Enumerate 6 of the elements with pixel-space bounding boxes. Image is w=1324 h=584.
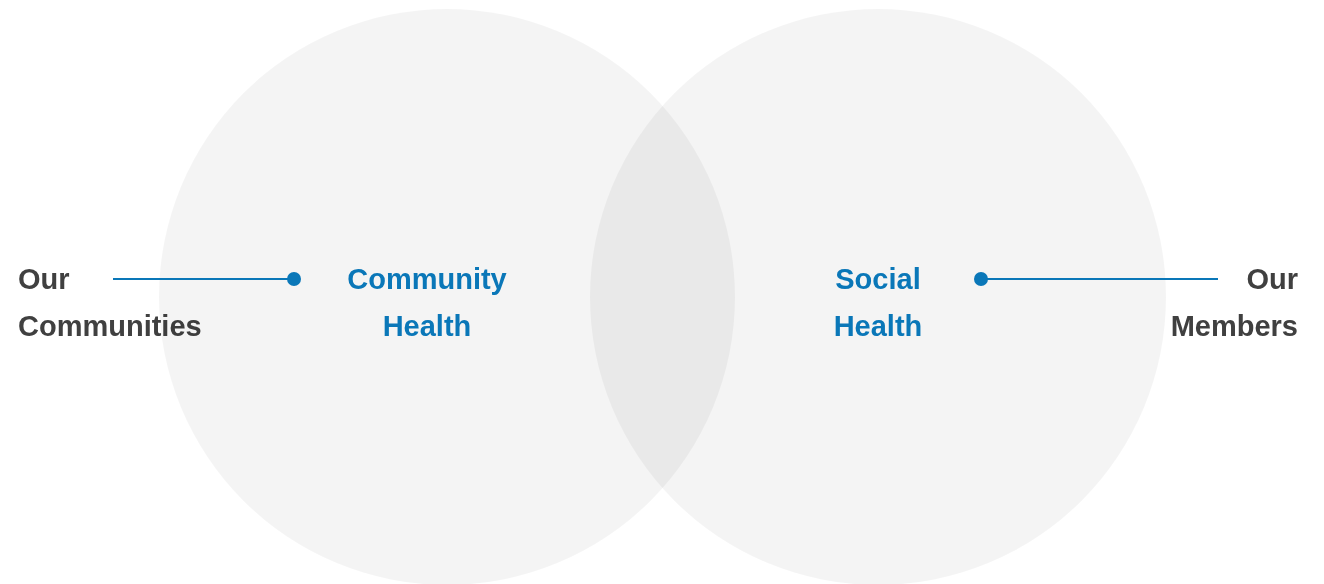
circle-title: Community Health bbox=[346, 262, 508, 344]
label-text: Our Members bbox=[1169, 262, 1298, 344]
leader-line bbox=[112, 272, 301, 286]
circle-title: Social Health bbox=[832, 262, 924, 344]
label-text: Our Communities bbox=[18, 262, 203, 344]
leader-line bbox=[974, 272, 1219, 286]
